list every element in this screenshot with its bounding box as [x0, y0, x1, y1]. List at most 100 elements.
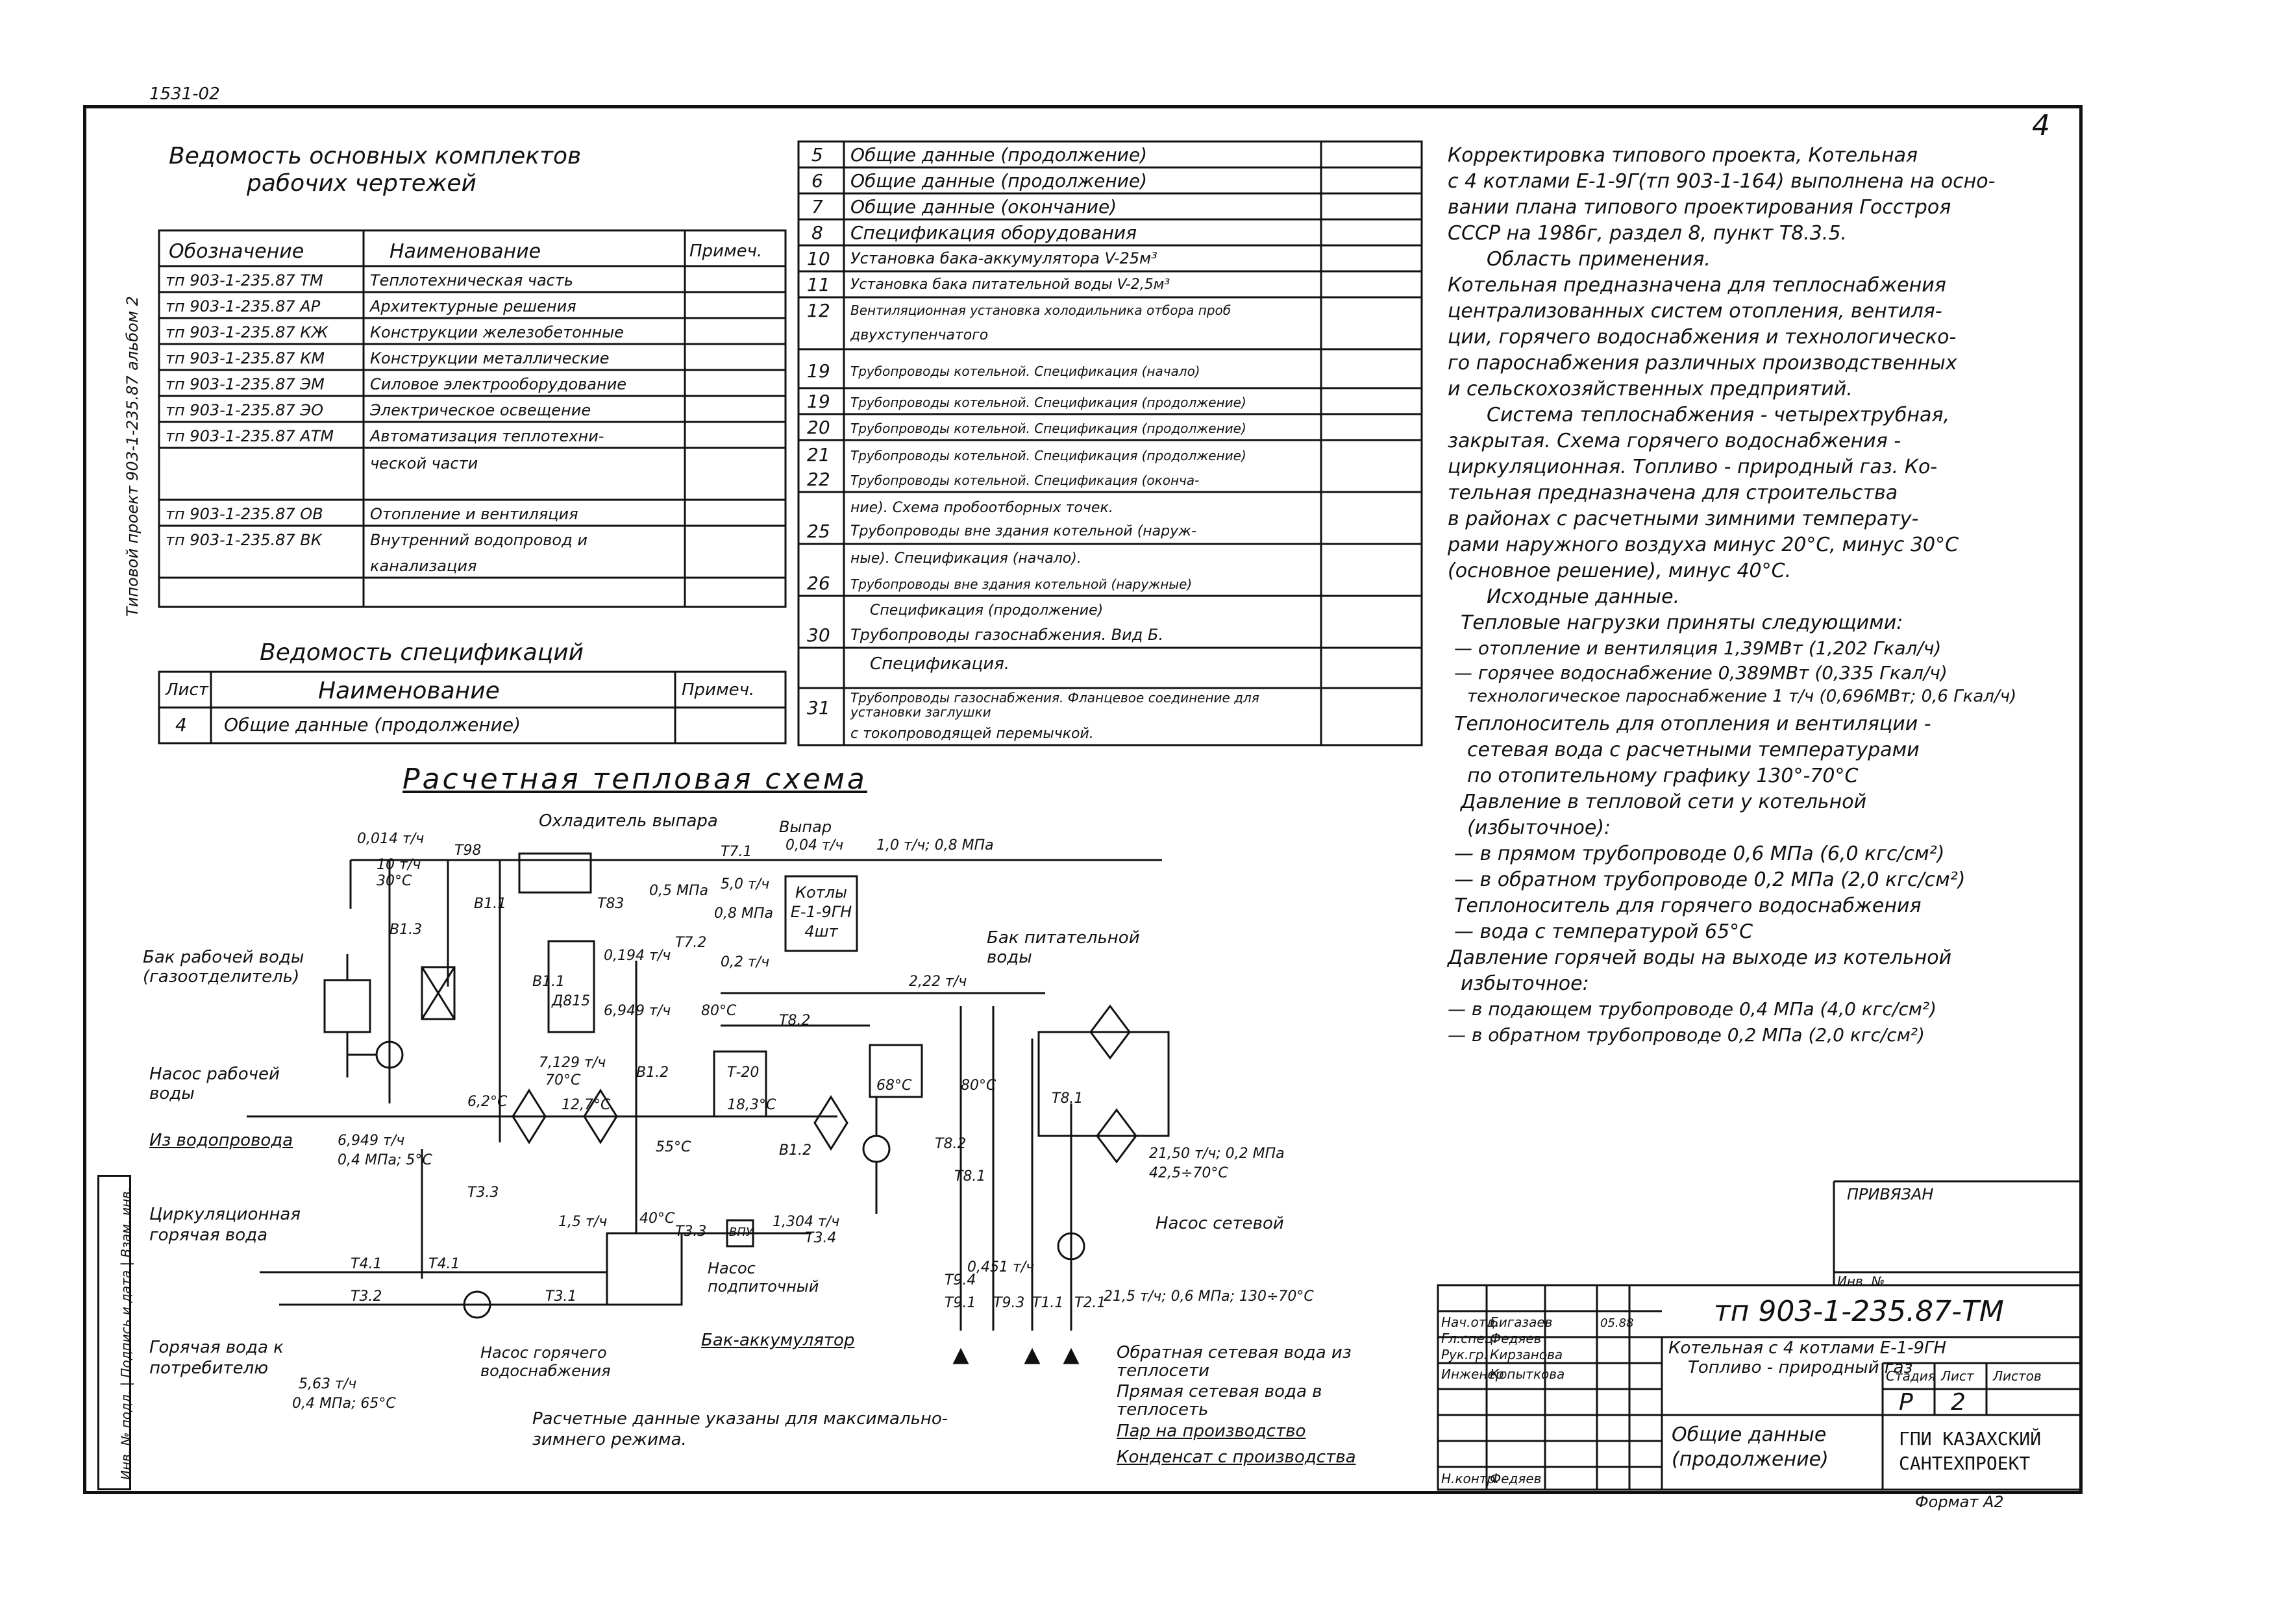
table-cell: 19	[807, 360, 830, 382]
docs-table-title-2: рабочих чертежей	[247, 170, 476, 197]
note-line: СССР на 1986г, раздел 8, пункт Т8.3.5.	[1448, 222, 1847, 245]
scheme-value: 21,50 т/ч; 0,2 МПа	[1149, 1146, 1285, 1162]
scheme-value: 6,949 т/ч	[604, 1003, 671, 1019]
scheme-value: Т7.1	[721, 844, 752, 860]
scheme-value: Т2.1	[1074, 1295, 1106, 1311]
date-value: 05.88	[1600, 1316, 1634, 1330]
table-cell: Спецификация.	[870, 654, 1010, 674]
note-line: по отопительному графику 130°-70°С	[1467, 765, 1859, 787]
table-cell: 10	[807, 248, 830, 269]
docs-col-note: Примеч.	[689, 241, 763, 261]
table-cell: Конструкции железобетонные	[370, 323, 624, 341]
note-line: — отопление и вентиляция 1,39МВт (1,202 …	[1454, 637, 1942, 659]
person: Федяев	[1490, 1471, 1542, 1486]
org-line-2: САНТЕХПРОЕКТ	[1899, 1453, 2031, 1474]
table-cell: Общие данные (продолжение)	[224, 714, 521, 735]
direct-net-label: Прямая сетевая вода в теплосеть	[1117, 1382, 1322, 1420]
project-title-2: Топливо - природный газ	[1688, 1358, 1913, 1377]
note-line: Система теплоснабжения - четырехтрубная,	[1487, 404, 1949, 426]
table-cell: Установка бака питательной воды V-2,5м³	[850, 277, 1170, 293]
from-water-label: Из водопровода	[149, 1131, 293, 1150]
note-line: (основное решение), минус 40°С.	[1448, 560, 1792, 582]
docs-table-title: Ведомость основных комплектов	[169, 143, 582, 169]
work-pump-label: Насос рабочей воды	[149, 1064, 280, 1103]
scheme-value: Т9.4	[945, 1272, 976, 1288]
deaerator-label: Охладитель выпара	[539, 811, 718, 831]
note-line: рами наружного воздуха минус 20°С, минус…	[1448, 534, 1959, 556]
scheme-value: Т8.1	[1052, 1090, 1083, 1107]
table-cell: 7	[811, 196, 823, 217]
drawing-code: тп 903-1-235.87-ТМ	[1714, 1295, 2004, 1328]
table-cell: ческой части	[370, 454, 478, 473]
inv-label: Инв. №	[1837, 1273, 1885, 1289]
table-cell: 5	[811, 144, 823, 166]
sheets-header: Листов	[1993, 1368, 2042, 1384]
scheme-value: 6,949 т/ч	[338, 1133, 405, 1149]
scheme-value: Т4.1	[351, 1256, 382, 1272]
table-cell: Установка бака-аккумулятора V-25м³	[850, 249, 1157, 267]
spec-table-title: Ведомость спецификаций	[260, 639, 584, 666]
table-cell: канализация	[370, 557, 477, 575]
note-line: — вода с температурой 65°С	[1454, 920, 1753, 943]
network-pump-label: Насос сетевой	[1156, 1214, 1284, 1233]
scheme-value: 80°С	[701, 1003, 737, 1019]
scheme-value: В1.1	[532, 974, 565, 990]
scheme-value: 70°С	[545, 1072, 581, 1089]
scheme-value: Т8.2	[779, 1013, 811, 1029]
table-cell: Трубопроводы котельной. Спецификация (на…	[850, 363, 1200, 379]
scheme-value: 68°С	[876, 1077, 912, 1094]
role: Инженер	[1441, 1366, 1504, 1382]
scheme-value: Т7.2	[675, 935, 707, 951]
docs-col-designation: Обозначение	[169, 240, 304, 263]
table-cell: тп 903-1-235.87 ТМ	[166, 271, 323, 289]
scheme-value: В1.1	[474, 896, 507, 912]
scheme-value: 0,4 МПа; 65°С	[292, 1396, 396, 1412]
person: Копыткова	[1490, 1366, 1565, 1382]
scheme-value: 7,129 т/ч	[539, 1055, 606, 1071]
note-line: закрытая. Схема горячего водоснабжения -	[1448, 430, 1901, 452]
table-cell: 11	[807, 274, 830, 295]
table-cell: с токопроводящей перемычкой.	[850, 726, 1094, 742]
scheme-value: Т3.3	[467, 1185, 499, 1201]
scheme-value: Т8.2	[935, 1136, 967, 1152]
sheet-title: Общие данные (продолжение)	[1672, 1423, 1829, 1471]
table-cell: 22	[807, 469, 830, 490]
scheme-value: Т-20	[727, 1064, 760, 1081]
table-cell: тп 903-1-235.87 КЖ	[166, 323, 328, 341]
note-line: — в обратном трубопроводе 0,2 МПа (2,0 к…	[1448, 1024, 1925, 1046]
scheme-value: Т8.1	[954, 1168, 986, 1185]
table-cell: Общие данные (продолжение)	[850, 144, 1147, 166]
table-cell: Общие данные (окончание)	[850, 196, 1117, 217]
table-cell: Спецификация (продолжение)	[870, 602, 1104, 619]
note-line: избыточное:	[1461, 972, 1589, 995]
table-cell: Архитектурные решения	[370, 297, 576, 315]
scheme-value: 1,5 т/ч	[558, 1214, 608, 1230]
scheme-value: 5,0 т/ч	[721, 876, 770, 892]
note-line: Тепловые нагрузки приняты следующими:	[1461, 611, 1903, 634]
table-cell: Силовое электрооборудование	[370, 375, 627, 393]
sheet-header: Лист	[1941, 1368, 1974, 1384]
scheme-value: Т3.3	[675, 1224, 707, 1240]
person: Кирзанова	[1490, 1347, 1563, 1362]
scheme-value: 0,2 т/ч	[721, 954, 770, 970]
left-stamp-box	[97, 1175, 131, 1490]
scheme-value: Т1.1	[1032, 1295, 1064, 1311]
table-cell: ные). Спецификация (начало).	[850, 550, 1082, 567]
note-line: тельная предназначена для строительства	[1448, 482, 1898, 504]
scheme-value: 21,5 т/ч; 0,6 МПа; 130÷70°С	[1104, 1288, 1314, 1305]
table-cell: 20	[807, 417, 830, 438]
spec-col-sheet: Лист	[166, 680, 208, 700]
table-cell: ние). Схема пробоотборных точек.	[850, 500, 1113, 516]
scheme-value: 1,304 т/ч	[773, 1214, 840, 1230]
steam-prod-label: Пар на производство	[1117, 1421, 1306, 1441]
note-line: в районах с расчетными зимними температу…	[1448, 508, 1919, 530]
note-line: ции, горячего водоснабжения и технологич…	[1448, 326, 1957, 349]
scheme-title: Расчетная тепловая схема	[402, 763, 867, 796]
docs-col-name: Наименование	[390, 240, 541, 263]
return-net-label: Обратная сетевая вода из теплосети	[1117, 1343, 1352, 1381]
format-label: Формат А2	[1915, 1493, 2004, 1511]
spec-col-note: Примеч.	[682, 680, 755, 700]
note-line: сетевая вода с расчетными температурами	[1467, 739, 1920, 761]
